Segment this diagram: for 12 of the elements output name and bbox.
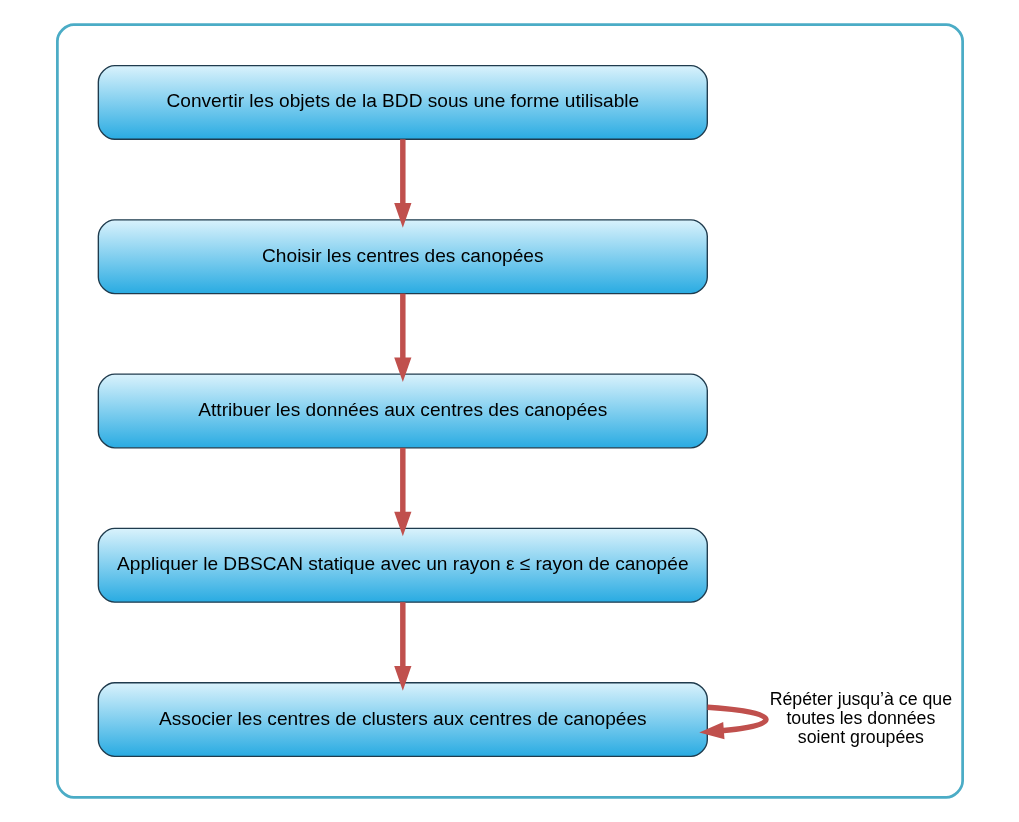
arrow: [393, 293, 411, 383]
node-box: Appliquer le DBSCAN statique avec un rayon ε ≤ rayon de canopée: [97, 527, 708, 603]
arrow: [393, 447, 411, 537]
edge-label: Répéter jusqu’à ce que toutes les données soient groupées: [769, 689, 952, 748]
node-box: Associer les centres de clusters aux centres de canopées: [97, 682, 708, 758]
arrow: [698, 704, 769, 740]
node-box: Attribuer les données aux centres des canopées: [97, 373, 708, 449]
arrow: [393, 139, 411, 228]
node-box: Choisir les centres des canopées: [97, 219, 708, 295]
cluster: [55, 23, 964, 799]
arrow: [393, 602, 411, 691]
node-box: Convertir les objets de la BDD sous une forme utilisable: [97, 64, 708, 140]
